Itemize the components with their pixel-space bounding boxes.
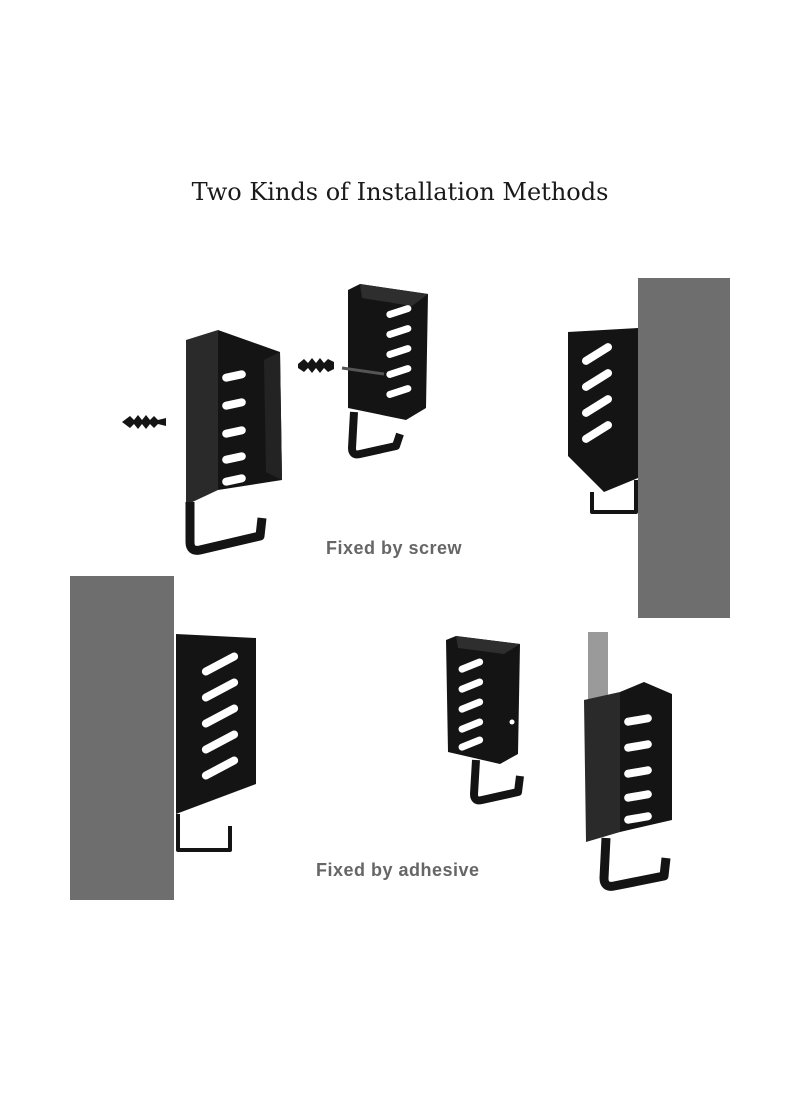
holder-screw-front: [185, 330, 282, 555]
holder-mounted-right: [568, 328, 638, 514]
holder-adhesive-front: [584, 682, 672, 891]
wall-panel-left: [70, 576, 174, 900]
screw-anchor-icon: [122, 415, 166, 429]
caption-fixed-by-adhesive: Fixed by adhesive: [316, 860, 480, 880]
caption-fixed-by-screw: Fixed by screw: [326, 538, 463, 558]
holder-mounted-left: [176, 634, 256, 852]
wall-panel-right: [638, 278, 730, 618]
screw-anchor-icon: [298, 358, 385, 376]
holder-adhesive-back: [446, 636, 524, 805]
page-title: Two Kinds of Installation Methods: [191, 178, 609, 206]
holder-screw-back: [348, 284, 428, 459]
